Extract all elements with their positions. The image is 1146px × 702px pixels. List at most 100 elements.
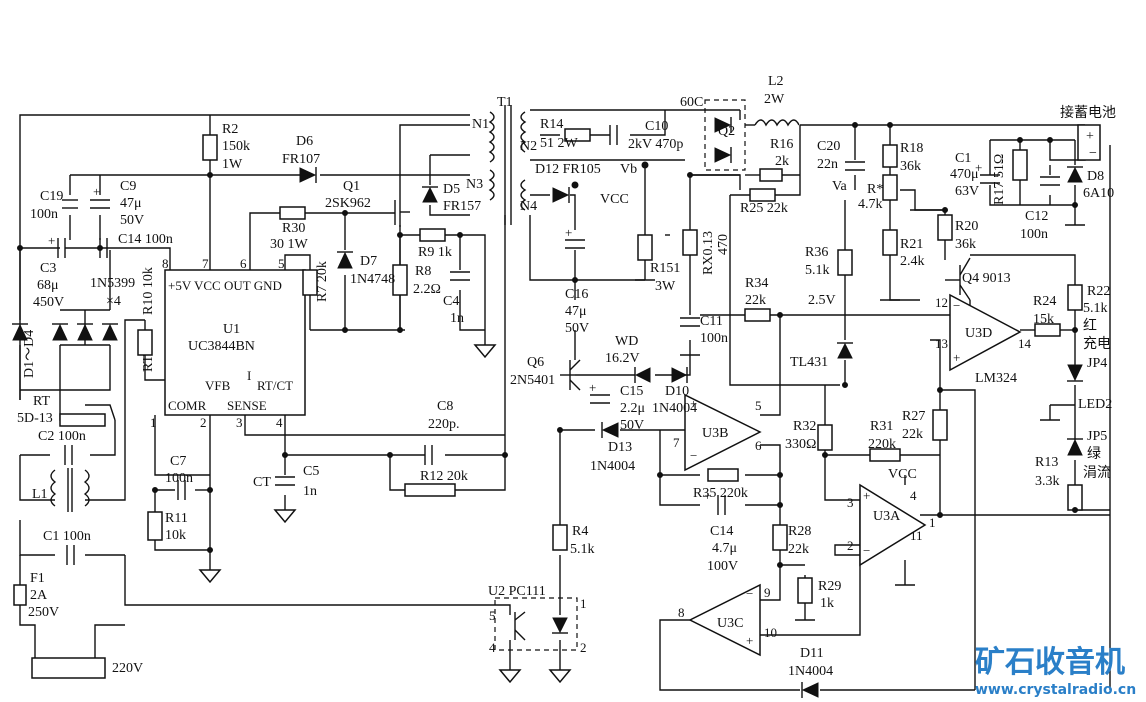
watermark: 矿石收音机 www.crystalradio.cn [975, 645, 1136, 698]
capacitor-c7 [177, 480, 186, 500]
svg-text:+: + [48, 233, 55, 248]
resistor-r9 [419, 228, 446, 242]
label-c10-value: 2kV 470p [628, 137, 683, 152]
bridge-diodes [12, 323, 118, 341]
label-r18: R18 [900, 141, 923, 156]
resistor-r7 [302, 269, 318, 296]
label-trickle: 涓流 [1083, 465, 1111, 481]
svg-text:+: + [863, 488, 870, 503]
label-c4-value: 1n [450, 311, 464, 326]
label-c19: C19 [40, 189, 63, 204]
label-n4: N4 [520, 199, 537, 214]
label-c3-voltage: 450V [33, 295, 64, 310]
junction-dots [17, 122, 1078, 568]
svg-text:−: − [863, 543, 870, 558]
label-r22-value: 5.1k [1083, 301, 1108, 316]
opamp-u3c [688, 583, 761, 657]
resistor-rx [682, 229, 698, 256]
label-u3a-pin4: 4 [910, 488, 917, 503]
label-q1-value: 2SK962 [325, 196, 371, 211]
label-c9-value: 47μ [120, 196, 142, 211]
label-c14a: C14 100n [118, 232, 173, 247]
label-q2: Q2 [718, 124, 735, 139]
label-c5-value: 1n [303, 484, 317, 499]
label-c2: C2 100n [38, 429, 86, 444]
label-r16-value: 2k [775, 154, 789, 169]
label-c14b-value: 4.7μ [712, 541, 737, 556]
resistor-r28 [772, 524, 788, 551]
label-c19-value: 100n [30, 207, 58, 222]
label-pin4: 4 [276, 415, 283, 430]
label-d8: D8 [1087, 169, 1104, 184]
label-n3: N3 [466, 177, 483, 192]
label-rt: RT [33, 394, 50, 409]
label-r12: R12 20k [420, 469, 468, 484]
label-pin3: 3 [236, 415, 243, 430]
label-d7: D7 [360, 254, 377, 269]
label-u2-pin2: 2 [580, 640, 587, 655]
label-u2-pin1: 1 [580, 596, 587, 611]
capacitor-c1a [980, 174, 1000, 184]
mosfet-q1 [394, 198, 410, 227]
label-c14b-voltage: 100V [707, 559, 738, 574]
capacitor-c5 [275, 476, 295, 486]
label-pin5: 5 [278, 256, 285, 271]
label-c9: C9 [120, 179, 136, 194]
svg-text:+: + [1086, 129, 1094, 144]
label-pin1: 1 [150, 415, 157, 430]
capacitor-c16 [565, 239, 585, 249]
label-u3c-pin8: 8 [678, 605, 685, 620]
label-r2-power: 1W [222, 157, 243, 172]
regulator-tl431 [837, 342, 853, 359]
svg-text:+: + [93, 184, 100, 199]
label-r31-value: 220k [868, 437, 896, 452]
label-c1a-value: 470μ [950, 167, 979, 182]
capacitor-c14b [717, 495, 726, 515]
label-r32: R32 [793, 419, 816, 434]
label-r35: R35 220k [693, 486, 748, 501]
resistor-r2 [202, 134, 218, 161]
resistor-r31 [869, 448, 901, 462]
capacitor-c10 [609, 125, 618, 145]
label-jp4: JP4 [1087, 356, 1107, 371]
label-r21: R21 [900, 237, 923, 252]
label-c1b: C1 100n [43, 529, 91, 544]
svg-text:+: + [975, 160, 982, 175]
resistor-r34 [744, 308, 771, 322]
diode-d12 [552, 187, 570, 203]
label-vb: Vb [620, 162, 637, 177]
label-r11-value: 10k [165, 528, 186, 543]
label-ct: CT [253, 475, 271, 490]
label-c15-value: 2.2μ [620, 401, 645, 416]
label-rt-pin: RT [141, 355, 156, 372]
zener-wd [634, 367, 651, 383]
resistor-r11 [147, 511, 163, 541]
label-c16-voltage: 50V [565, 321, 589, 336]
label-r25: R25 22k [740, 201, 788, 216]
label-u3b: U3B [702, 426, 728, 441]
label-u1: U1 [223, 322, 240, 337]
label-r27-value: 22k [902, 427, 923, 442]
polarity-markers: + − + + + + + + + − + − − + − + [48, 129, 1097, 648]
label-tl431: TL431 [790, 355, 828, 370]
label-d6-value: FR107 [282, 152, 320, 167]
label-220v: 220V [112, 661, 143, 676]
svg-text:−: − [746, 586, 753, 601]
resistor-r24 [1034, 323, 1061, 337]
label-c10: C10 [645, 119, 668, 134]
label-lm324: LM324 [975, 371, 1017, 386]
label-u3a: U3A [873, 509, 901, 524]
capacitor-c3 [57, 238, 66, 258]
label-l2: L2 [768, 74, 784, 89]
label-c7-value: 100n [165, 471, 193, 486]
label-rstar: R* [867, 182, 883, 197]
label-r4-value: 5.1k [570, 542, 595, 557]
diode-d11 [801, 682, 819, 698]
resistor-r12 [404, 483, 456, 497]
label-r30: R30 [282, 221, 305, 236]
capacitor-c8 [424, 445, 433, 465]
label-c7: C7 [170, 454, 186, 469]
label-r7: R7 20k [315, 261, 330, 302]
label-comr: COMR [168, 398, 207, 413]
label-u3c-pin10: 10 [764, 625, 777, 640]
